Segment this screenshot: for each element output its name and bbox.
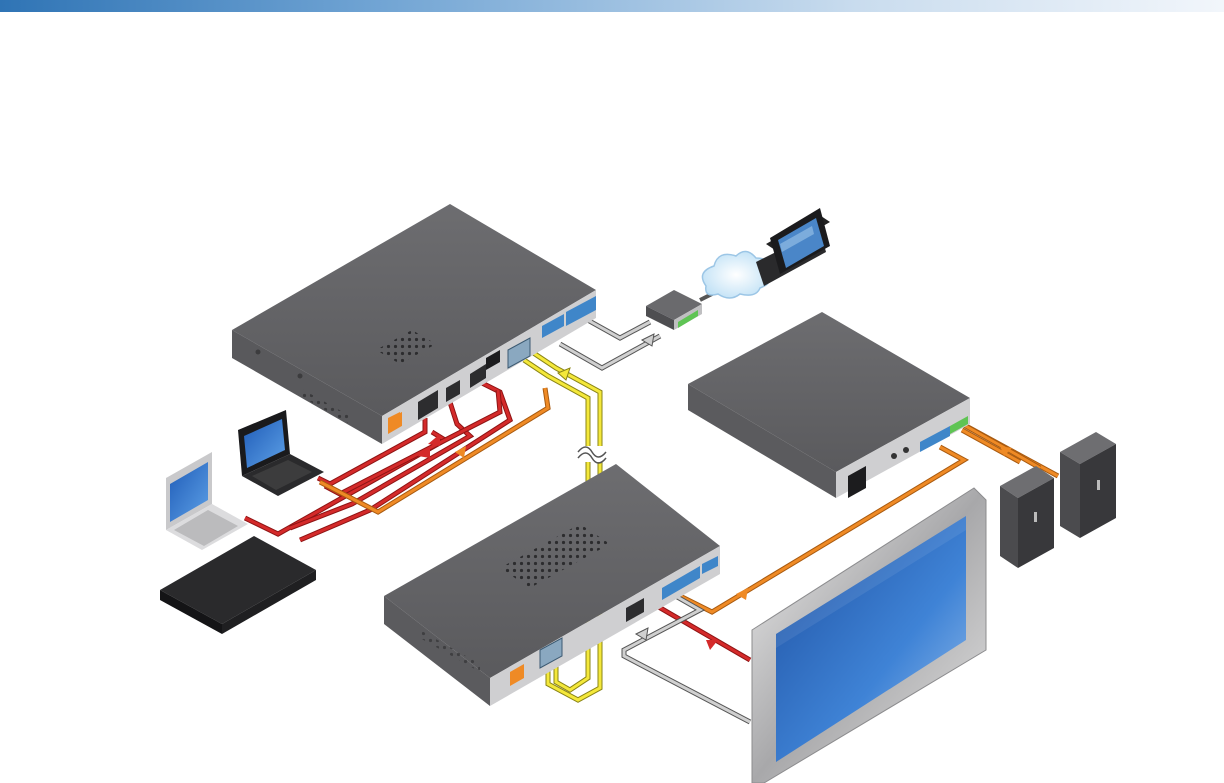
arrow-icon: [706, 640, 718, 650]
speaker-icon: [1000, 466, 1054, 568]
av-transmitter: [232, 204, 596, 444]
network-switch: [646, 290, 702, 330]
touch-panel-icon: [756, 208, 830, 286]
cloud-icon: [702, 251, 769, 298]
av-receiver: [384, 464, 720, 706]
media-player-icon: [160, 536, 316, 634]
laptop-icon: [238, 410, 324, 496]
speaker-icon: [1060, 432, 1116, 538]
laptop-icon: [166, 452, 248, 550]
audio-amplifier: [688, 312, 970, 498]
flat-panel-display-icon: [752, 488, 986, 783]
